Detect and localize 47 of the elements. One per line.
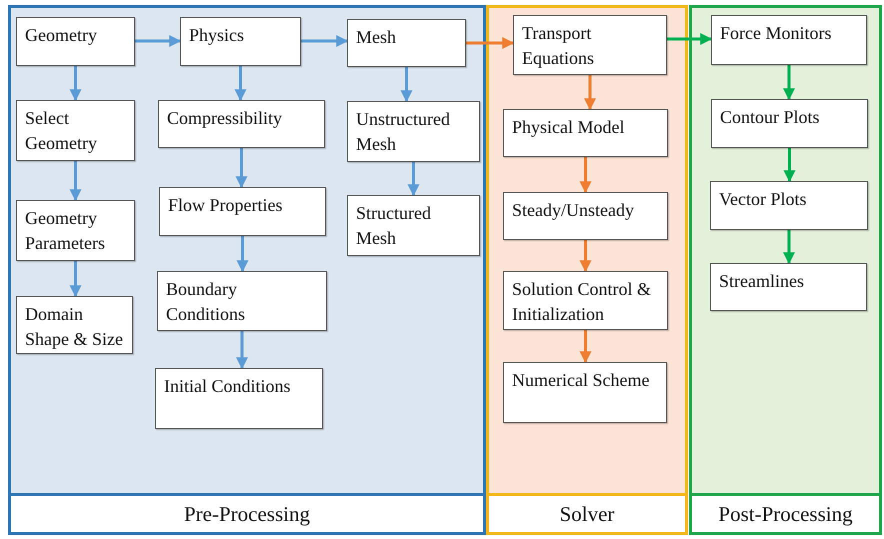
process-box: Unstructured Mesh [347,101,480,162]
arrow [70,261,82,298]
process-box: Physics [180,17,301,66]
process-box: Vector Plots [710,181,868,230]
process-box: Steady/Unsteady [503,192,668,240]
arrow [580,330,592,364]
process-box: Geometry Parameters [16,200,135,261]
process-box: Flow Properties [159,187,326,236]
arrow [783,65,795,100]
arrow [70,161,82,202]
stage-panel [8,5,486,535]
arrow [408,162,420,196]
arrow [301,35,348,47]
process-box: Physical Model [503,109,668,157]
arrow [234,66,246,102]
arrow [236,236,248,272]
arrow [667,33,712,45]
process-box: Streamlines [710,263,867,311]
arrow [135,35,182,47]
arrow [466,37,514,49]
arrow [236,331,248,370]
process-box: Compressibility [158,100,325,148]
process-box: Structured Mesh [347,195,480,256]
stage-label: Solver [486,493,688,535]
stage-label: Post-Processing [689,493,882,535]
process-box: Transport Equations [513,15,667,75]
stage-panel [689,5,882,535]
process-box: Mesh [347,19,466,67]
arrow [580,157,592,194]
arrow [784,148,796,182]
arrow [400,67,412,102]
arrow [783,230,795,264]
process-box: Domain Shape & Size [16,296,133,354]
process-box: Initial Conditions [155,368,323,429]
process-box: Boundary Conditions [157,271,327,331]
process-box: Select Geometry [16,100,135,161]
process-box: Solution Control & Initialization [503,271,668,330]
stage-label: Pre-Processing [8,493,486,535]
process-box: Numerical Scheme [503,362,667,423]
process-box: Force Monitors [711,15,867,65]
arrow [236,148,248,188]
stage-panel [486,5,688,535]
arrow [580,240,592,272]
arrow [70,66,82,102]
process-box: Contour Plots [711,99,868,148]
process-box: Geometry [16,17,135,66]
arrow [584,75,596,110]
